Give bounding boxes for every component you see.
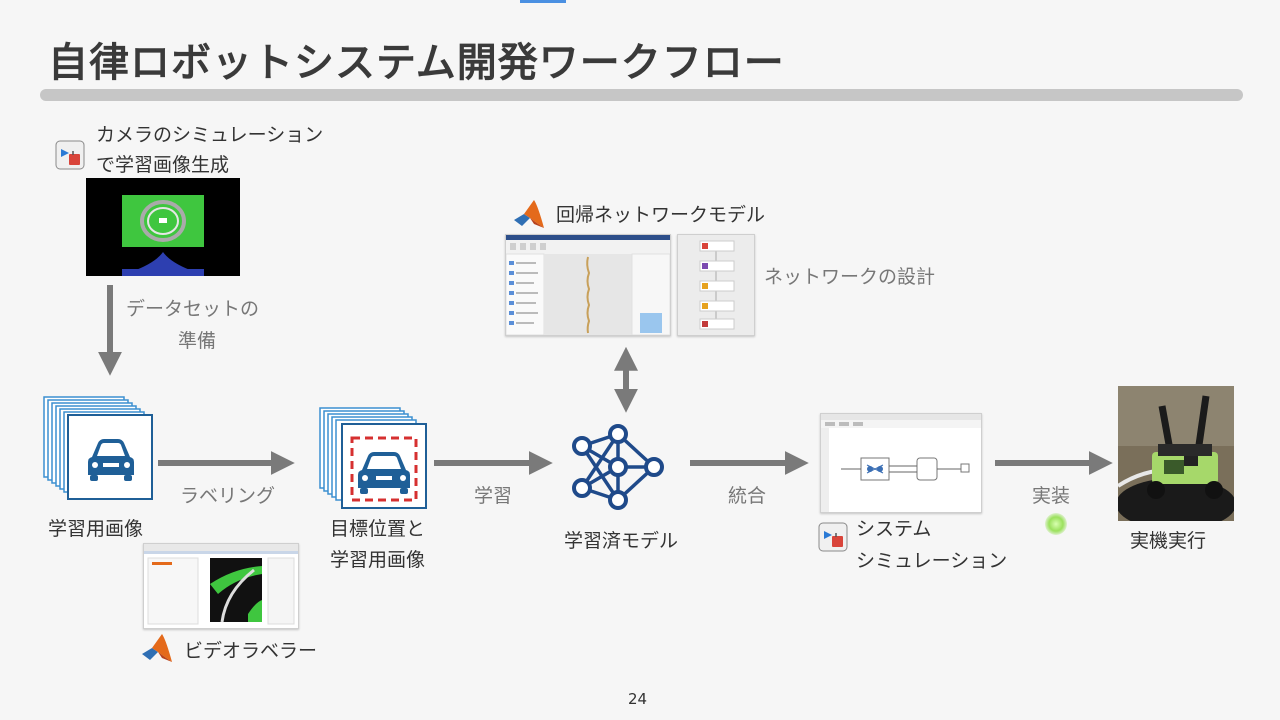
target-label-1: 目標位置と [330,518,426,540]
video-labeler-label: ビデオラベラー [184,640,318,662]
simulink-model-screenshot [820,413,982,513]
car-icon [358,452,410,494]
camera-sim-image [86,178,240,276]
car-icon [88,439,134,481]
camera-sim-label-1: カメラのシミュレーション [96,124,324,146]
neural-network-icon [572,424,664,510]
regression-model-label: 回帰ネットワークモデル [556,204,766,226]
dataset-label-2: 準備 [178,330,217,352]
video-labeler-screenshot [143,543,299,629]
labeled-images-stack-icon [319,407,427,509]
camera-sim-label-2: で学習画像生成 [96,154,230,176]
real-robot-label: 実機実行 [1130,530,1207,552]
implementation-label: 実装 [1032,485,1071,507]
network-design-label: ネットワークの設計 [764,266,936,288]
network-layers-screenshot [677,234,755,336]
system-sim-label-1: システム [856,518,932,540]
network-designer-screenshot [505,234,671,336]
learning-label: 学習 [474,485,513,507]
robot-photo [1118,386,1234,521]
training-images-label: 学習用画像 [48,518,144,540]
simulink-block-icon [55,140,85,170]
trained-model-label: 学習済モデル [564,530,679,552]
matlab-logo-icon [512,198,546,232]
target-label-2: 学習用画像 [330,549,426,571]
system-sim-label-2: シミュレーション [856,550,1008,572]
simulink-block-icon [818,522,848,552]
matlab-logo-icon [140,632,174,666]
title-underline [40,89,1243,101]
pointer-highlight [1045,513,1067,535]
slide-title: 自律ロボットシステム開発ワークフロー [48,40,785,86]
training-images-stack-icon [43,396,153,500]
dataset-label-1: データセットの [126,298,260,320]
integration-label: 統合 [728,485,767,507]
page-number: 24 [628,690,648,708]
top-progress-mark [520,0,566,3]
labeling-label: ラベリング [180,485,276,507]
